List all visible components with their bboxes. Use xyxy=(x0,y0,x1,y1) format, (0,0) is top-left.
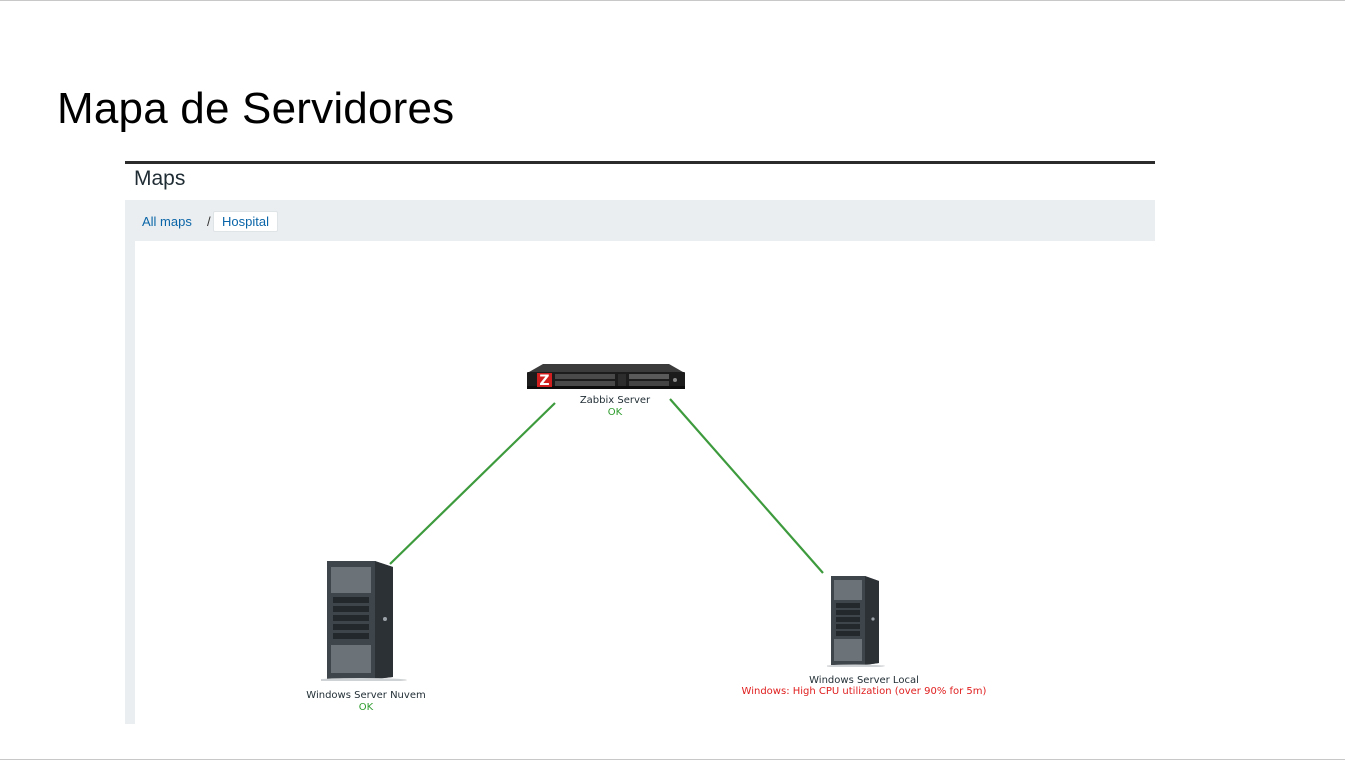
map-node-local[interactable] xyxy=(825,574,891,672)
svg-text:Z: Z xyxy=(539,373,549,389)
node-label-local: Windows Server Local xyxy=(809,675,919,686)
map-links xyxy=(389,398,824,574)
slide-top-rule xyxy=(0,0,1345,1)
link-zabbix-nuvem xyxy=(389,402,556,565)
link-zabbix-local xyxy=(669,398,824,574)
zabbix-screenshot: Maps All maps / Hospital Z xyxy=(125,161,1155,724)
breadcrumb-all-maps-link[interactable]: All maps xyxy=(142,214,192,229)
node-status-nuvem: OK xyxy=(358,702,374,713)
breadcrumb-current-map[interactable]: Hospital xyxy=(213,211,278,232)
page-title: Maps xyxy=(134,167,186,190)
slide-bottom-rule xyxy=(0,759,1345,760)
node-status-local: Windows: High CPU utilization (over 90% … xyxy=(741,686,987,697)
header-border xyxy=(125,161,1155,164)
breadcrumb: All maps / Hospital xyxy=(125,200,1155,241)
tower-server-icon xyxy=(315,561,407,682)
rack-server-icon: Z xyxy=(527,364,685,389)
map-canvas: Z Zabbix Server OK xyxy=(125,241,1155,724)
map-node-zabbix[interactable]: Z xyxy=(525,362,687,397)
tower-server-icon xyxy=(825,576,885,668)
node-status-zabbix: OK xyxy=(607,407,623,418)
map-node-nuvem[interactable] xyxy=(315,559,415,686)
node-label-zabbix: Zabbix Server xyxy=(579,395,651,406)
breadcrumb-separator: / xyxy=(207,214,211,229)
slide-title: Mapa de Servidores xyxy=(57,84,455,133)
node-label-nuvem: Windows Server Nuvem xyxy=(306,690,426,701)
